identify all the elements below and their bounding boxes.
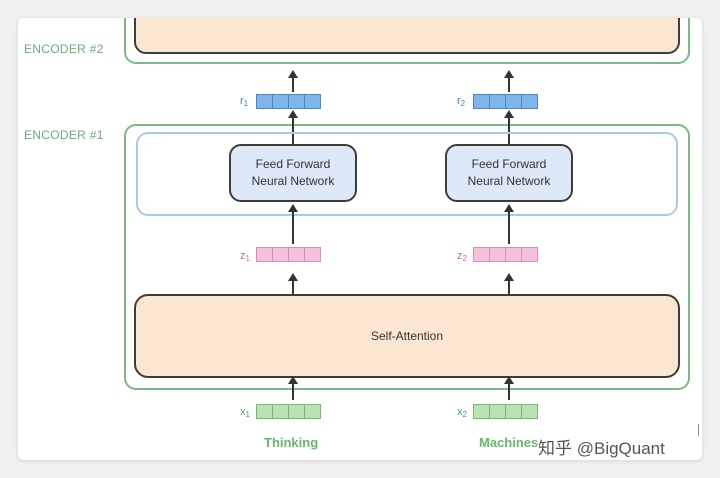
x2-vector bbox=[473, 404, 538, 419]
word-machines: Machines bbox=[479, 435, 539, 450]
arrow-up bbox=[288, 273, 298, 295]
word-thinking: Thinking bbox=[264, 435, 319, 450]
arrow-up bbox=[504, 204, 514, 244]
arrow-up bbox=[288, 376, 298, 400]
arrow-up bbox=[504, 376, 514, 400]
watermark: 知乎 @BigQuant bbox=[538, 439, 665, 458]
arrow-up bbox=[288, 204, 298, 244]
x1-label: x1 bbox=[240, 406, 250, 419]
arrow-up bbox=[288, 70, 298, 92]
divider bbox=[698, 424, 699, 436]
encoder-2-box bbox=[124, 18, 690, 64]
arrow-up bbox=[504, 273, 514, 295]
x1-vector bbox=[256, 404, 321, 419]
z1-label: z1 bbox=[240, 250, 250, 263]
encoder-1-box bbox=[124, 124, 690, 390]
z2-label: z2 bbox=[457, 250, 467, 263]
encoder-1-label: ENCODER #1 bbox=[24, 128, 104, 142]
r2-label: r2 bbox=[457, 95, 466, 108]
feed-forward-layer bbox=[136, 132, 678, 216]
r1-vector bbox=[256, 94, 321, 109]
r1-label: r1 bbox=[240, 95, 249, 108]
self-attention-box: Self-Attention bbox=[134, 294, 680, 378]
arrow-up bbox=[504, 110, 514, 144]
x2-label: x2 bbox=[457, 406, 467, 419]
arrow-up bbox=[504, 70, 514, 92]
self-attention-label: Self-Attention bbox=[370, 329, 444, 343]
z1-vector bbox=[256, 247, 321, 262]
z2-vector bbox=[473, 247, 538, 262]
diagram-card: ENCODER #2 r1 r2 ENCODER #1 Feed Forward… bbox=[18, 18, 702, 460]
arrow-up bbox=[288, 110, 298, 144]
encoder-2-self-attention-box bbox=[134, 18, 680, 54]
r2-vector bbox=[473, 94, 538, 109]
encoder-2-label: ENCODER #2 bbox=[24, 42, 104, 56]
